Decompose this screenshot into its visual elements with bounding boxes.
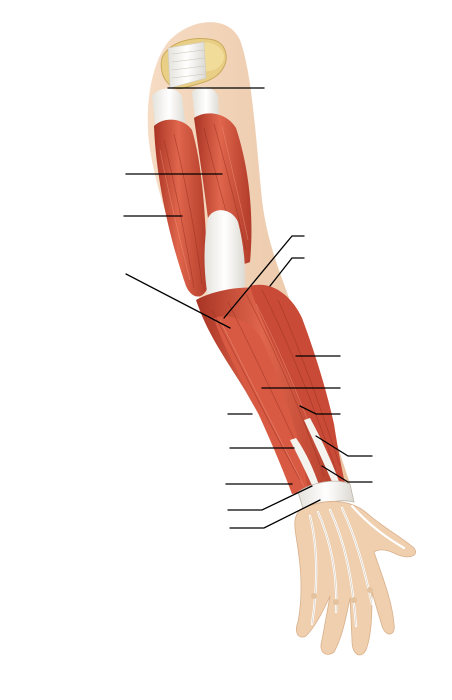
leader-line-4 [223, 235, 305, 319]
leader-line-15 [227, 485, 313, 511]
leader-line-6 [125, 273, 231, 329]
hand [294, 501, 416, 656]
leader-line-5 [269, 257, 305, 287]
shoulder-bones [160, 38, 227, 90]
leader-line-9 [299, 405, 341, 415]
forearm-muscles [196, 284, 346, 494]
leader-lines [123, 87, 373, 529]
leader-line-13 [321, 465, 373, 483]
leader-line-16 [229, 499, 321, 529]
leader-line-11 [315, 435, 373, 457]
